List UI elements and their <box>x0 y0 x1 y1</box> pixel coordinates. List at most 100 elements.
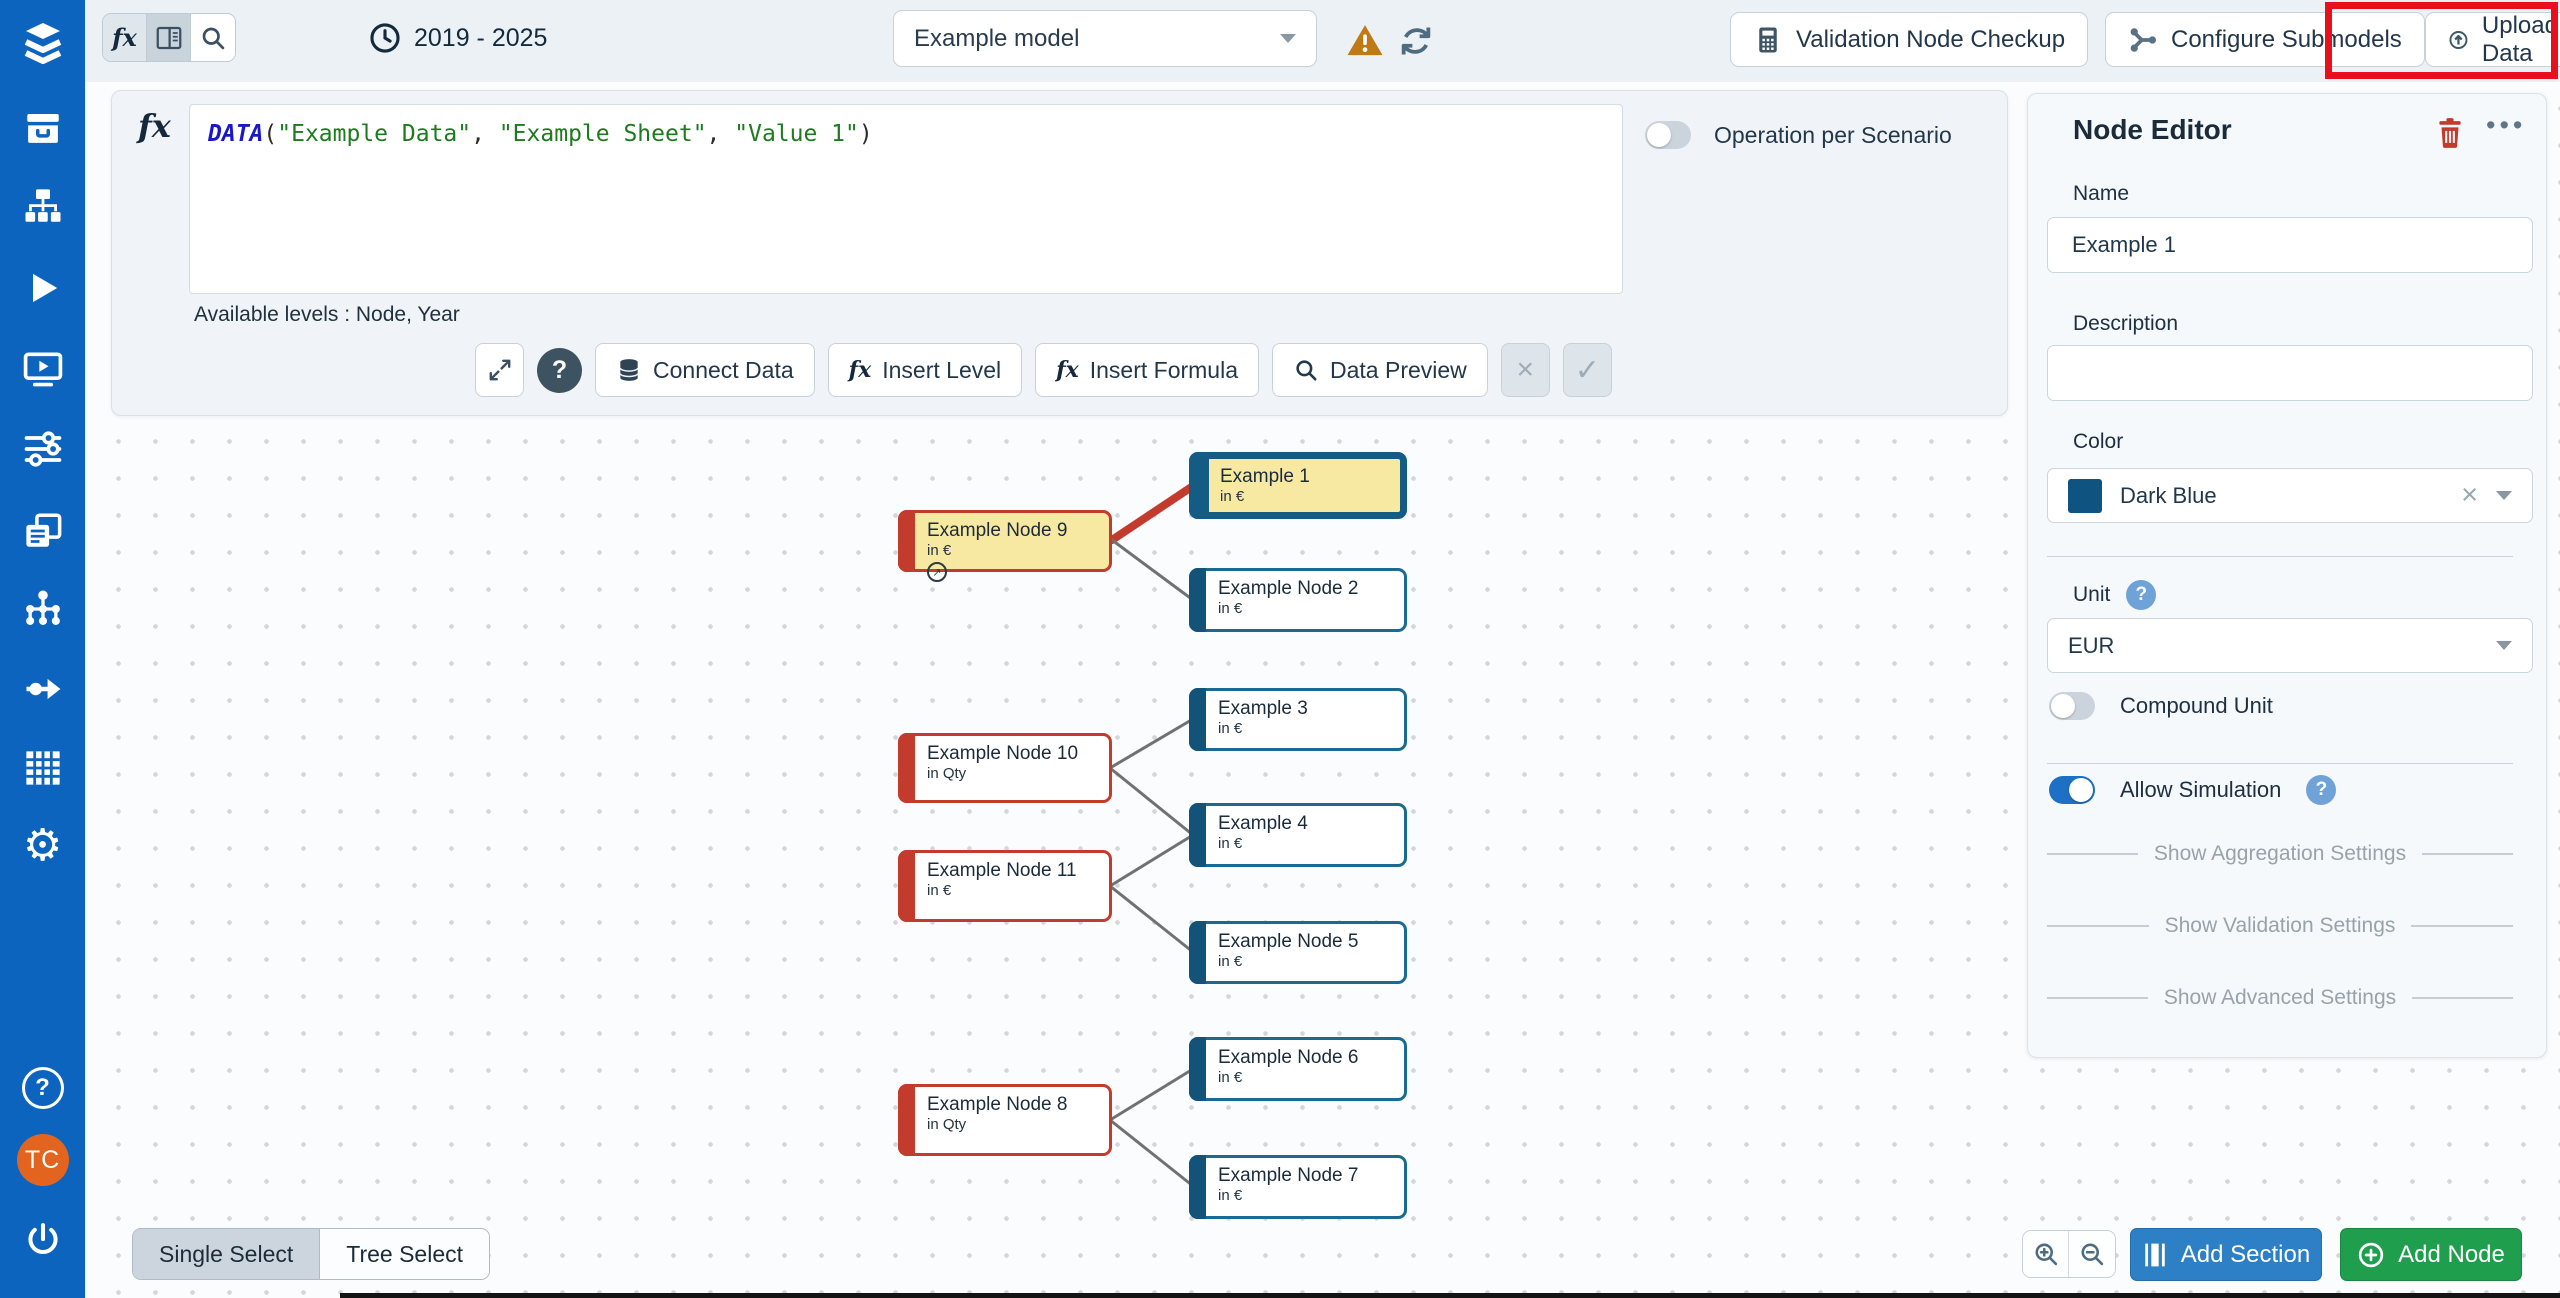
check-icon: ✓ <box>1574 353 1600 387</box>
zoom-in-button[interactable] <box>2023 1231 2069 1277</box>
allow-simulation-toggle[interactable] <box>2049 776 2095 804</box>
add-section-button[interactable]: Add Section <box>2130 1228 2322 1281</box>
upload-data-button[interactable]: Upload Data <box>2425 12 2560 67</box>
node-accent-bar <box>1189 452 1209 519</box>
video-player-icon[interactable] <box>0 341 85 397</box>
formula-paren: ) <box>858 121 873 147</box>
gear-glyph: ⚙ <box>22 820 63 871</box>
cancel-formula-button[interactable]: × <box>1500 343 1550 397</box>
question-mark-icon: ? <box>551 355 568 384</box>
hierarchy-icon[interactable] <box>0 178 85 234</box>
zoom-out-button[interactable] <box>2069 1231 2115 1277</box>
question-mark-icon: ? <box>2315 779 2328 800</box>
play-icon[interactable] <box>0 260 85 316</box>
formula-sep: , <box>471 121 499 147</box>
settings-gear-icon[interactable]: ⚙ <box>0 818 85 874</box>
configure-submodels-button[interactable]: Configure Submodels <box>2105 12 2425 67</box>
validation-button-label: Validation Node Checkup <box>1796 25 2066 53</box>
unit-help-icon[interactable]: ? <box>2126 580 2157 610</box>
model-select[interactable]: Example model <box>893 10 1317 67</box>
color-select[interactable]: Dark Blue × <box>2047 468 2533 523</box>
archive-icon[interactable] <box>0 100 85 156</box>
flow-arrow-icon[interactable] <box>0 661 85 717</box>
insert-level-button[interactable]: fx Insert Level <box>827 343 1023 397</box>
refresh-button[interactable] <box>1397 0 1435 82</box>
node-unit: in € <box>1218 1069 1243 1086</box>
show-validation-settings[interactable]: Show Validation Settings <box>2047 914 2514 938</box>
logout-power-button[interactable] <box>0 1212 85 1268</box>
formula-arg2: "Example Sheet" <box>498 121 707 147</box>
show-aggregation-settings[interactable]: Show Aggregation Settings <box>2047 842 2513 866</box>
zoom-in-icon <box>2034 1243 2057 1266</box>
expander-label: Show Validation Settings <box>2164 914 2396 937</box>
data-grid-icon[interactable] <box>0 740 85 796</box>
node-unit: in € <box>927 542 952 559</box>
help-button[interactable]: ? <box>0 1060 85 1116</box>
insert-formula-button[interactable]: fx Insert Formula <box>1035 343 1259 397</box>
panel-view-button[interactable] <box>147 14 191 61</box>
validation-node-checkup-button[interactable]: Validation Node Checkup <box>1730 12 2089 67</box>
documents-icon[interactable] <box>0 503 85 559</box>
tree-select-tab[interactable]: Tree Select <box>320 1229 490 1279</box>
panel-menu-button[interactable]: ••• <box>2486 110 2527 140</box>
warning-indicator[interactable] <box>1345 0 1385 82</box>
description-field[interactable] <box>2047 345 2533 401</box>
node-accent-bar <box>1189 568 1206 632</box>
data-preview-label: Data Preview <box>1330 356 1467 383</box>
node-title: Example Node 9 <box>927 520 1068 541</box>
node-accent-bar <box>898 733 915 803</box>
node-link-icon[interactable]: ↗ <box>927 562 947 582</box>
node-unit: in € <box>1218 953 1243 970</box>
operation-per-scenario-toggle[interactable] <box>1645 121 1691 149</box>
user-avatar[interactable]: TC <box>0 1132 85 1188</box>
divider <box>2047 853 2138 855</box>
expand-editor-button[interactable] <box>475 343 524 397</box>
unit-select[interactable]: EUR <box>2047 618 2533 673</box>
allow-simulation-help-icon[interactable]: ? <box>2306 775 2337 805</box>
data-preview-button[interactable]: Data Preview <box>1272 343 1488 397</box>
search-icon <box>202 27 225 49</box>
clear-color-icon[interactable]: × <box>2461 479 2478 511</box>
canvas-zoom-control <box>2022 1230 2116 1278</box>
formula-view-button[interactable]: fx <box>103 14 147 61</box>
app-logo-icon[interactable] <box>0 14 85 70</box>
confirm-formula-button[interactable]: ✓ <box>1562 343 1612 397</box>
delete-node-button[interactable] <box>2433 116 2467 155</box>
search-icon <box>1296 360 1317 381</box>
divider <box>2047 997 2148 999</box>
search-button[interactable] <box>191 14 235 61</box>
single-select-tab[interactable]: Single Select <box>133 1229 321 1279</box>
network-graph-icon[interactable] <box>0 581 85 637</box>
calculator-icon <box>1759 27 1777 52</box>
time-range[interactable]: 2019 - 2025 <box>368 21 547 55</box>
compound-unit-toggle[interactable] <box>2049 692 2095 720</box>
expander-label: Show Advanced Settings <box>2163 986 2397 1009</box>
section-icon <box>2145 1243 2165 1266</box>
node-title: Example Node 5 <box>1218 931 1359 952</box>
add-node-button[interactable]: Add Node <box>2340 1228 2522 1281</box>
show-advanced-settings[interactable]: Show Advanced Settings <box>2047 986 2514 1010</box>
connect-data-button[interactable]: Connect Data <box>595 343 815 397</box>
expand-icon <box>489 359 510 381</box>
warning-triangle-icon <box>1347 25 1383 56</box>
node-editor-panel: Node Editor ••• Name Description Color D… <box>2027 93 2547 1058</box>
tree-select-label: Tree Select <box>346 1240 464 1267</box>
panel-title: Node Editor <box>2073 114 2232 145</box>
name-field[interactable] <box>2047 217 2533 273</box>
sliders-icon[interactable] <box>0 421 85 477</box>
fx-icon: fx <box>138 107 171 145</box>
toggle-knob <box>1647 123 1671 147</box>
formula-help-button[interactable]: ? <box>537 347 582 393</box>
formula-input[interactable]: DATA("Example Data", "Example Sheet", "V… <box>189 104 1623 294</box>
